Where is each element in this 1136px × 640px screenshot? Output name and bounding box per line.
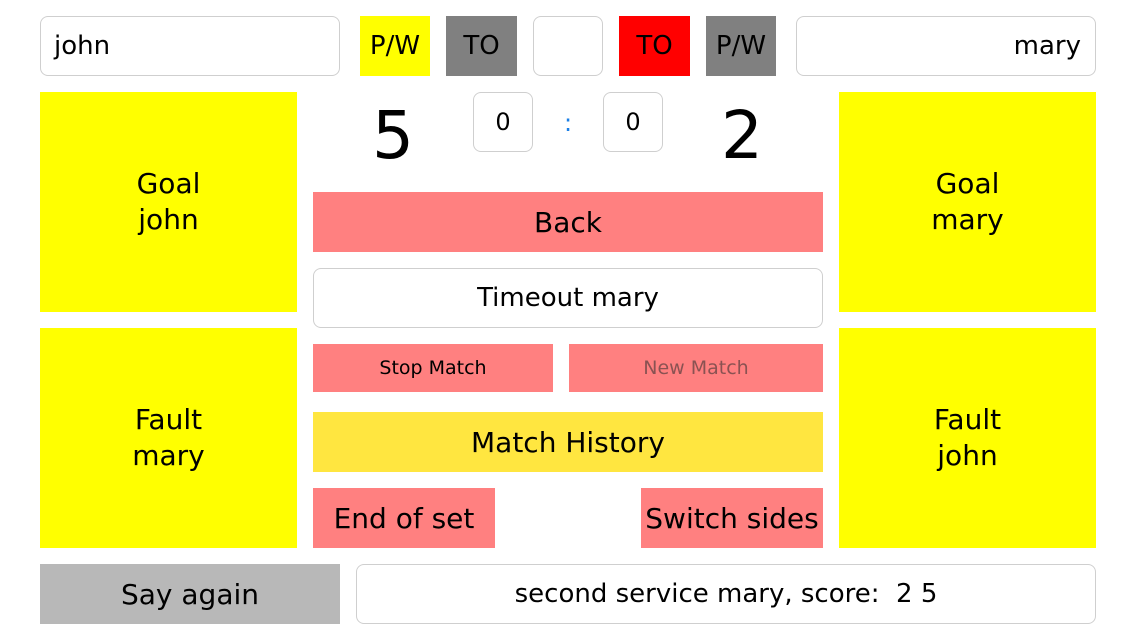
goal-right-button[interactable]: Goal mary	[839, 92, 1096, 312]
match-history-button[interactable]: Match History	[313, 412, 823, 472]
right-timeout-label: TO	[636, 31, 673, 61]
announcement-field[interactable]: second service mary, score: 2 5	[356, 564, 1096, 624]
goal-left-label: Goal john	[136, 167, 201, 236]
fault-left-button[interactable]: Fault mary	[40, 328, 297, 548]
stop-match-label: Stop Match	[379, 357, 487, 379]
right-sets-value: 0	[625, 108, 641, 136]
new-match-button[interactable]: New Match	[569, 344, 823, 392]
right-timeout-indicator[interactable]: TO	[619, 16, 690, 76]
timeout-button[interactable]: Timeout mary	[313, 268, 823, 328]
left-player-name: john	[54, 31, 111, 61]
sets-separator: :	[563, 109, 573, 137]
switch-sides-label: Switch sides	[645, 501, 819, 535]
end-of-set-label: End of set	[333, 501, 475, 535]
fault-left-label: Fault mary	[132, 403, 205, 472]
stop-match-button[interactable]: Stop Match	[313, 344, 553, 392]
goal-left-button[interactable]: Goal john	[40, 92, 297, 312]
back-button[interactable]: Back	[313, 192, 823, 252]
new-match-label: New Match	[643, 357, 749, 379]
left-score: 5	[372, 96, 414, 174]
left-player-name-field[interactable]: john	[40, 16, 340, 76]
left-sets-value: 0	[495, 108, 511, 136]
goal-right-label: Goal mary	[931, 167, 1004, 236]
say-again-button[interactable]: Say again	[40, 564, 340, 624]
say-again-label: Say again	[120, 577, 260, 611]
left-timeout-label: TO	[463, 31, 500, 61]
right-pw-label: P/W	[715, 31, 767, 61]
left-sets-field[interactable]: 0	[473, 92, 533, 152]
announcement-text: second service mary, score: 2 5	[514, 579, 938, 609]
switch-sides-button[interactable]: Switch sides	[641, 488, 823, 548]
match-history-label: Match History	[471, 425, 665, 459]
right-player-name-field[interactable]: mary	[796, 16, 1096, 76]
left-pw-label: P/W	[369, 31, 421, 61]
left-timeout-indicator[interactable]: TO	[446, 16, 517, 76]
right-player-name: mary	[1013, 31, 1081, 61]
fault-right-button[interactable]: Fault john	[839, 328, 1096, 548]
timeout-label: Timeout mary	[477, 283, 659, 313]
center-empty-field[interactable]	[533, 16, 603, 76]
right-score: 2	[721, 96, 763, 174]
left-pw-indicator[interactable]: P/W	[360, 16, 430, 76]
end-of-set-button[interactable]: End of set	[313, 488, 495, 548]
right-pw-indicator[interactable]: P/W	[706, 16, 776, 76]
right-sets-field[interactable]: 0	[603, 92, 663, 152]
back-label: Back	[534, 205, 602, 239]
fault-right-label: Fault john	[933, 403, 1002, 472]
